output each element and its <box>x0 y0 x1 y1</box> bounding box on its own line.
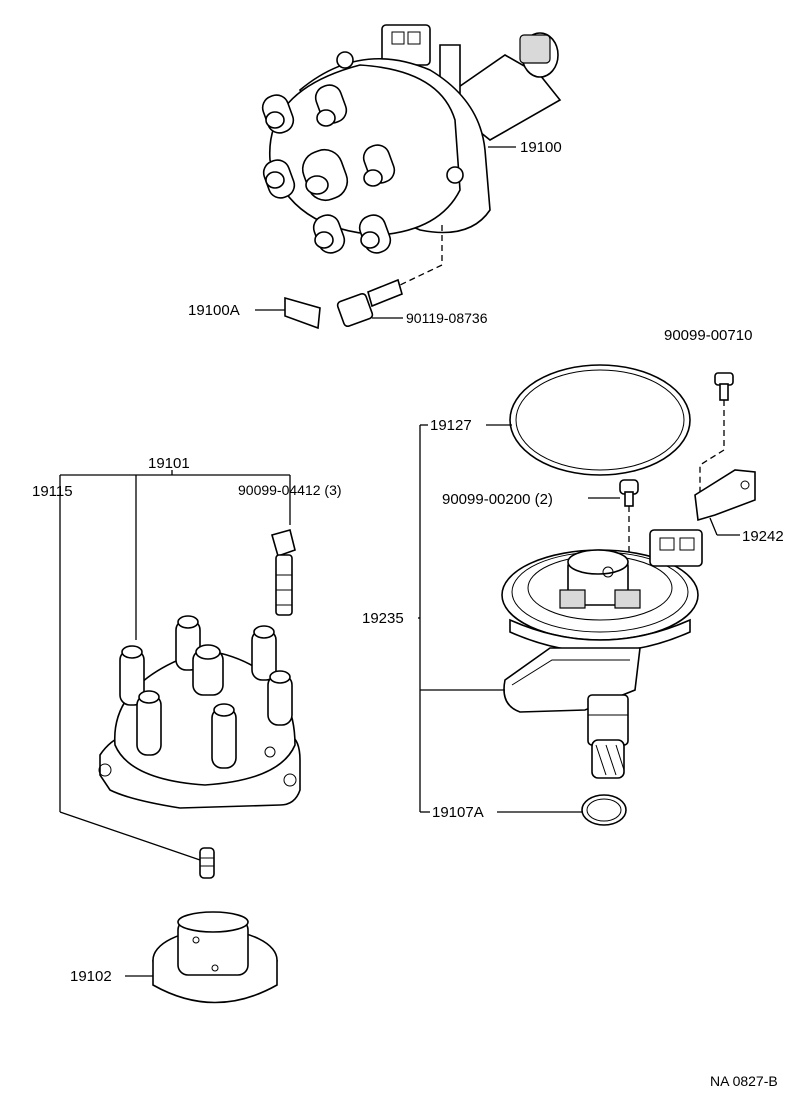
label-19235: 19235 <box>362 610 404 627</box>
label-19102: 19102 <box>70 968 112 985</box>
label-19127: 19127 <box>430 417 472 434</box>
o-ring-small-shape <box>581 794 627 826</box>
label-19242: 19242 <box>742 528 784 545</box>
o-ring-large-shape <box>509 364 691 476</box>
label-19101: 19101 <box>148 455 190 472</box>
label-90099-00710: 90099-00710 <box>664 327 752 344</box>
screw-top-right-illustration <box>714 372 734 401</box>
label-90119-08736: 90119-08736 <box>406 310 488 326</box>
screw-qty2-illustration <box>619 479 639 507</box>
label-19100: 19100 <box>520 139 562 156</box>
label-plate-shape <box>284 296 321 330</box>
label-19107a: 19107A <box>432 804 484 821</box>
label-19115: 19115 <box>32 483 73 500</box>
bolt-illustration <box>336 278 403 328</box>
cap-screw-illustration <box>271 529 296 616</box>
distributor-assembly-illustration <box>261 24 562 286</box>
distributor-cap-illustration <box>98 615 301 809</box>
label-90099-04412: 90099-04412 (3) <box>238 482 342 498</box>
rotor-illustration <box>152 911 278 1004</box>
clamp-shape <box>694 469 756 522</box>
label-90099-00200: 90099-00200 (2) <box>442 491 553 508</box>
footer-code: NA 0827-B <box>710 1073 778 1089</box>
label-19100a: 19100A <box>188 302 240 319</box>
housing-illustration <box>501 529 703 779</box>
set-screw-illustration <box>199 847 215 879</box>
